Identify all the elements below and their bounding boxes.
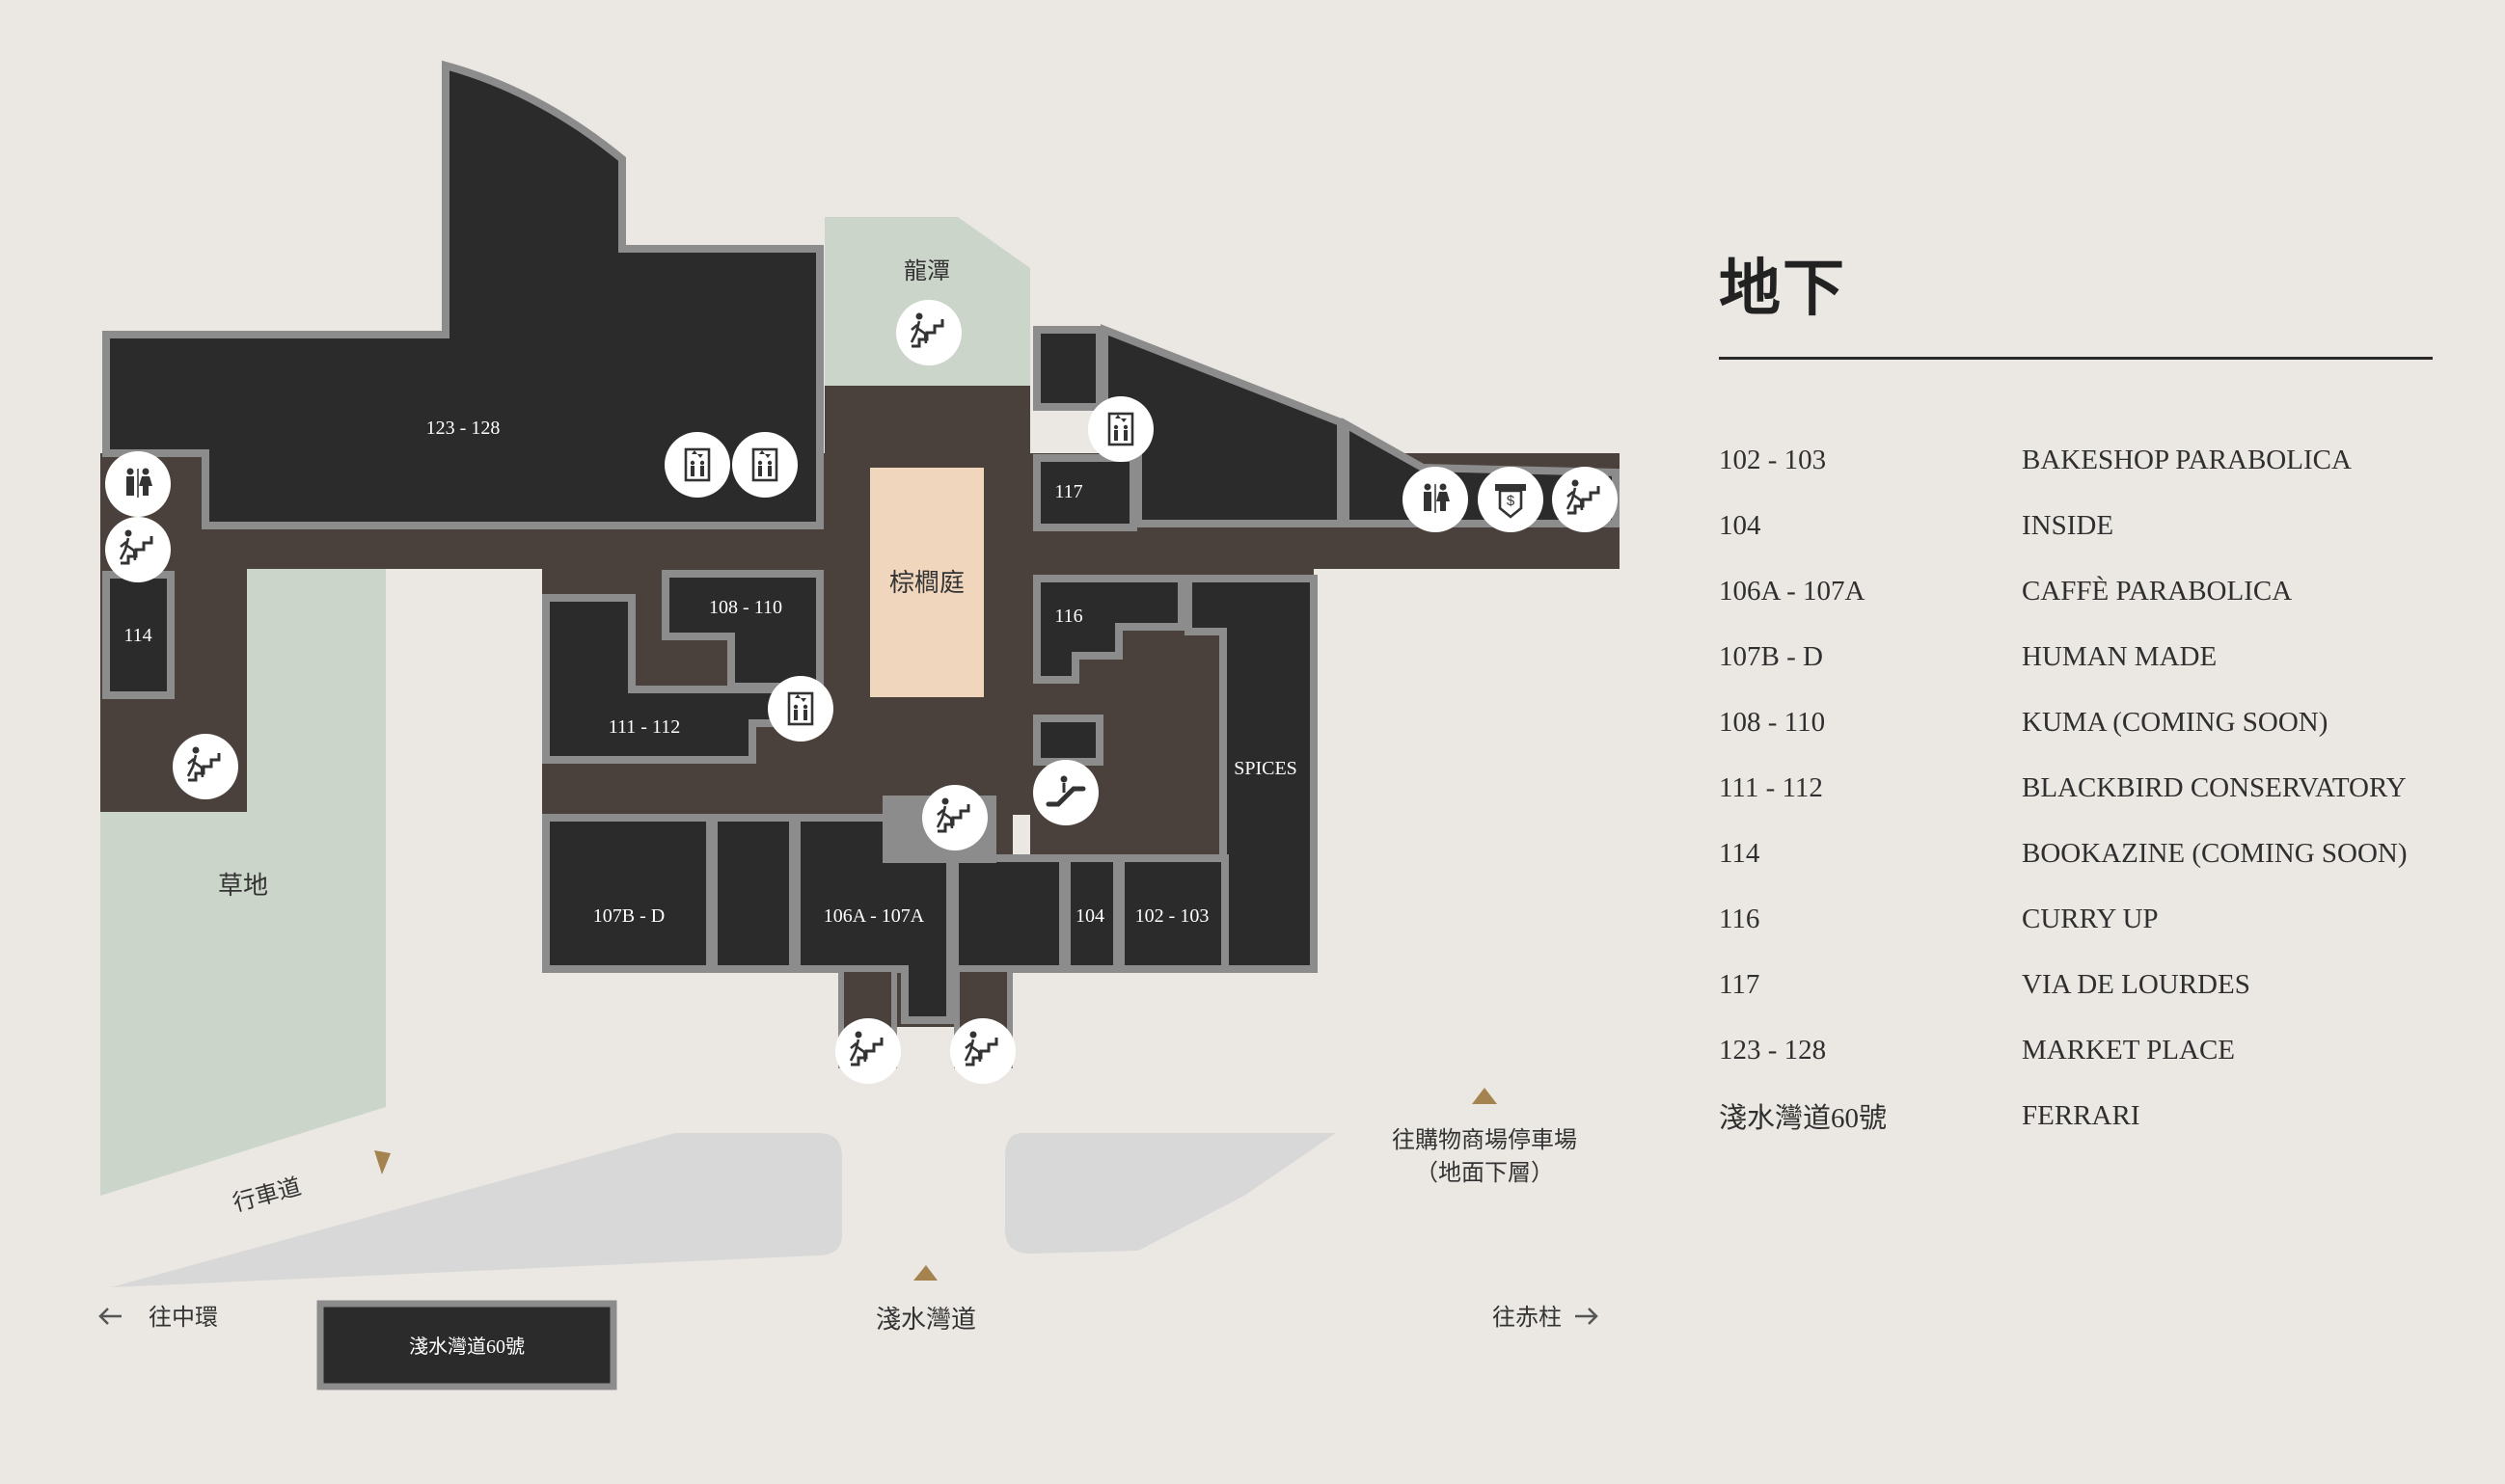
- unit-117: [1033, 454, 1137, 531]
- store-name: FERRARI: [2022, 1099, 2140, 1131]
- stairs-icon-west: [103, 515, 173, 584]
- legend-row: 107B - D HUMAN MADE: [1719, 624, 2433, 689]
- unit-117-upper: [1033, 326, 1103, 411]
- lift-icon-123-a: [663, 430, 732, 499]
- to-central-label: 往中環: [149, 1305, 218, 1331]
- unit-label-108-110: 108 - 110: [709, 597, 782, 618]
- store-name: MARKET PLACE: [2022, 1034, 2236, 1066]
- unit-115: [1033, 715, 1103, 766]
- unit-code: 123 - 128: [1719, 1034, 1827, 1066]
- store-name: HUMAN MADE: [2022, 640, 2218, 672]
- unit-102-103: [1117, 854, 1229, 973]
- dragon-pool-label: 龍潭: [904, 258, 950, 284]
- unit-label-114: 114: [123, 625, 151, 646]
- unit-114: [102, 571, 175, 699]
- store-name: CAFFÈ PARABOLICA: [2022, 575, 2293, 607]
- arrow-carpark: [1472, 1088, 1497, 1104]
- driveway-label: 行車道: [231, 1174, 305, 1217]
- unit-label-116: 116: [1054, 606, 1082, 627]
- unit-107b-d: [542, 814, 714, 973]
- no60-building: [316, 1300, 617, 1390]
- arrow-left-icon: [98, 1308, 122, 1325]
- courtyard-label: 棕櫚庭: [889, 569, 965, 597]
- legend-row: 108 - 110 KUMA (COMING SOON): [1719, 689, 2433, 755]
- driveway-road: [111, 1133, 842, 1287]
- title-divider: [1719, 357, 2433, 360]
- unit-label-123-128: 123 - 128: [426, 418, 501, 439]
- atm-icon: [1476, 465, 1545, 534]
- unit-116: [1033, 575, 1185, 684]
- unit-label-111-112: 111 - 112: [609, 716, 680, 738]
- unit-label-102-103: 102 - 103: [1135, 905, 1210, 927]
- stairs-icon-114: [171, 732, 240, 801]
- lift-icon-117: [1086, 394, 1156, 464]
- legend-row: 117 VIA DE LOURDES: [1719, 952, 2433, 1017]
- unit-label-104: 104: [1076, 905, 1104, 927]
- store-name: BAKESHOP PARABOLICA: [2022, 444, 2352, 475]
- stairs-icon-centre: [920, 783, 990, 852]
- floor-title: 地下: [1719, 255, 1846, 323]
- unit-label-spices: SPICES: [1234, 758, 1297, 779]
- legend-row: 102 - 103 BAKESHOP PARABOLICA: [1719, 427, 2433, 493]
- arrow-road: [913, 1265, 938, 1281]
- arrow-driveway: [374, 1150, 391, 1174]
- toilet-icon-west: [104, 450, 172, 518]
- repulse-bay-road-label: 淺水灣道: [876, 1306, 976, 1334]
- store-name: KUMA (COMING SOON): [2022, 706, 2328, 738]
- escalator-icon: [1033, 760, 1099, 825]
- carpark-label-2: （地面下層）: [1415, 1160, 1554, 1186]
- legend-row: 104 INSIDE: [1719, 493, 2433, 558]
- store-legend: 地下 102 - 103 BAKESHOP PARABOLICA 104 INSID…: [1719, 251, 2433, 1148]
- toilet-icon-east: [1402, 466, 1469, 533]
- stairs-icon-bottom-right: [948, 1016, 1018, 1086]
- lawn-label: 草地: [218, 872, 268, 900]
- legend-row: 123 - 128 MARKET PLACE: [1719, 1017, 2433, 1083]
- legend-row: 116 CURRY UP: [1719, 886, 2433, 952]
- unit-label-107b-d: 107B - D: [593, 905, 665, 927]
- unit-label-106a-107a: 106A - 107A: [824, 905, 925, 927]
- unit-code: 116: [1719, 903, 1760, 934]
- unit-123-128: [102, 60, 824, 529]
- legend-row: 淺水灣道60號 FERRARI: [1719, 1083, 2433, 1148]
- unit-code: 111 - 112: [1719, 771, 1823, 803]
- unit-label-117: 117: [1054, 481, 1082, 502]
- legend-row: 106A - 107A CAFFÈ PARABOLICA: [1719, 558, 2433, 624]
- store-name: BOOKAZINE (COMING SOON): [2022, 837, 2408, 869]
- to-stanley-label: 往赤柱: [1492, 1305, 1562, 1331]
- unit-code: 107B - D: [1719, 640, 1823, 672]
- legend-row: 114 BOOKAZINE (COMING SOON): [1719, 821, 2433, 886]
- arrow-right-icon: [1575, 1308, 1598, 1325]
- store-name: VIA DE LOURDES: [2022, 968, 2250, 1000]
- store-name: BLACKBIRD CONSERVATORY: [2022, 771, 2407, 803]
- unit-105: [710, 814, 797, 973]
- floor-map: $ 123 - 128: [98, 60, 1620, 1390]
- lift-icon-111: [766, 674, 835, 743]
- unit-code: 114: [1719, 837, 1760, 869]
- no60-label: 淺水灣道60號: [409, 1336, 525, 1358]
- legend-list: 102 - 103 BAKESHOP PARABOLICA 104 INSIDE 1…: [1719, 427, 2433, 1148]
- unit-code: 104: [1719, 509, 1761, 541]
- road-east: [1005, 1133, 1336, 1254]
- stairs-icon-dragon-pool: [894, 298, 964, 367]
- unit-code: 108 - 110: [1719, 706, 1826, 738]
- stairs-icon-east: [1550, 465, 1620, 534]
- unit-code: 106A - 107A: [1719, 575, 1865, 607]
- stairs-icon-bottom-left: [833, 1016, 903, 1086]
- legend-row: 111 - 112 BLACKBIRD CONSERVATORY: [1719, 755, 2433, 821]
- unit-code: 102 - 103: [1719, 444, 1827, 475]
- store-name: CURRY UP: [2022, 903, 2159, 934]
- store-name: INSIDE: [2022, 509, 2114, 541]
- unit-code: 117: [1719, 968, 1760, 1000]
- lift-icon-123-b: [730, 430, 800, 499]
- palm-courtyard: [870, 468, 984, 697]
- unit-between: [951, 854, 1067, 973]
- unit-code: 淺水灣道60號: [1719, 1103, 1888, 1134]
- carpark-label-1: 往購物商場停車場: [1392, 1127, 1577, 1153]
